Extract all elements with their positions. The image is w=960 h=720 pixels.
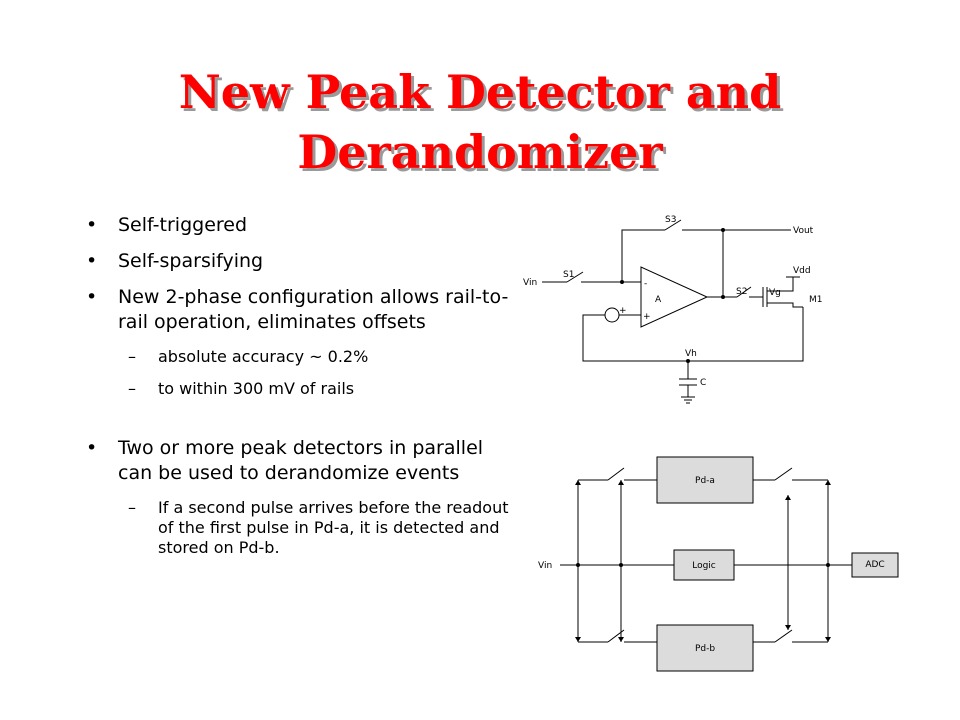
wires (560, 479, 852, 643)
label-pd-a: Pd-a (695, 476, 715, 486)
bullet-text: New 2-phase configuration allows rail-to… (118, 286, 509, 333)
wires (542, 229, 804, 397)
bullet-two-phase: • New 2-phase configuration allows rail-… (86, 285, 516, 335)
sub-bullet-rails: – to within 300 mV of rails (86, 379, 516, 399)
bullet-self-triggered: • Self-triggered (86, 213, 516, 238)
label-vout: Vout (793, 226, 814, 236)
label-minus: - (644, 279, 647, 289)
bullet-icon: • (86, 437, 98, 459)
switch-s2 (736, 286, 752, 298)
junction-dot (826, 563, 830, 567)
label-s3: S3 (665, 215, 676, 225)
label-logic: Logic (692, 561, 716, 571)
bullet-text: Two or more peak detectors in parallel c… (118, 437, 484, 484)
capacitor-icon (679, 378, 697, 386)
junction-dot (576, 563, 580, 567)
arrow-up-icon (618, 480, 624, 485)
switch-s1 (566, 271, 584, 283)
arrow-down-icon (785, 625, 791, 630)
label-vg: Vg (769, 288, 781, 298)
arrows (575, 480, 831, 642)
arrow-down-icon (825, 637, 831, 642)
switch-s3 (664, 219, 682, 231)
pd-b-block (656, 624, 754, 672)
arrow-up-icon (825, 480, 831, 485)
junction-dot (721, 295, 725, 299)
derandomizer-block-diagram: Vin Pd-a Logic Pd-b ADC (538, 456, 899, 672)
bullet-self-sparsifying: • Self-sparsifying (86, 249, 516, 274)
bullet-text: Self-triggered (118, 214, 248, 236)
bullet-icon: • (86, 214, 98, 236)
bullet-list: • Self-triggered • Self-sparsifying • Ne… (86, 213, 516, 558)
sub-bullet-second-pulse: – If a second pulse arrives before the r… (86, 498, 516, 558)
logic-block (673, 549, 735, 581)
label-m1: M1 (809, 295, 823, 305)
dash-icon: – (128, 379, 136, 398)
bullet-parallel-detectors: • Two or more peak detectors in parallel… (86, 436, 516, 486)
label-vdd: Vdd (793, 266, 811, 276)
label-vin: Vin (538, 561, 552, 571)
switches (566, 219, 752, 298)
slide-title: New Peak Detector and Derandomizer (0, 62, 960, 182)
label-adc: ADC (865, 560, 884, 570)
sub-bullet-accuracy: – absolute accuracy ~ 0.2% (86, 347, 516, 367)
sub-bullet-text: absolute accuracy ~ 0.2% (158, 347, 369, 366)
junction-dot (620, 280, 624, 284)
bullet-text: Self-sparsifying (118, 250, 264, 272)
bullet-icon: • (86, 286, 98, 308)
label-amp: A (655, 295, 662, 305)
voltage-source-icon (604, 307, 620, 323)
label-c: C (700, 378, 706, 388)
peak-detector-schematic: S3 Vout Vin S1 A - + + S2 Vg Vdd M1 Vh C (523, 215, 823, 404)
label-plus: + (643, 312, 651, 322)
sub-bullet-text: to within 300 mV of rails (158, 379, 355, 398)
label-s1: S1 (563, 270, 574, 280)
sub-bullet-text: If a second pulse arrives before the rea… (158, 498, 509, 557)
junction-dot (619, 563, 623, 567)
op-amp (640, 266, 709, 328)
label-vh: Vh (685, 349, 697, 359)
label-s2: S2 (736, 287, 747, 297)
label-vin: Vin (523, 278, 537, 288)
title-line-2: Derandomizer (297, 125, 663, 179)
switches (607, 467, 793, 643)
label-source-plus: + (619, 306, 627, 316)
dash-icon: – (128, 498, 136, 517)
title-line-1: New Peak Detector and (178, 65, 782, 119)
arrow-up-icon (785, 495, 791, 500)
arrow-down-icon (575, 637, 581, 642)
junction-dot (721, 228, 725, 232)
arrow-down-icon (618, 637, 624, 642)
ground-icon (681, 396, 695, 404)
arrow-up-icon (575, 480, 581, 485)
label-pd-b: Pd-b (695, 644, 715, 654)
junction-dot (686, 359, 690, 363)
bullet-icon: • (86, 250, 98, 272)
pd-a-block (656, 456, 754, 504)
dash-icon: – (128, 347, 136, 366)
adc-block (851, 552, 899, 578)
